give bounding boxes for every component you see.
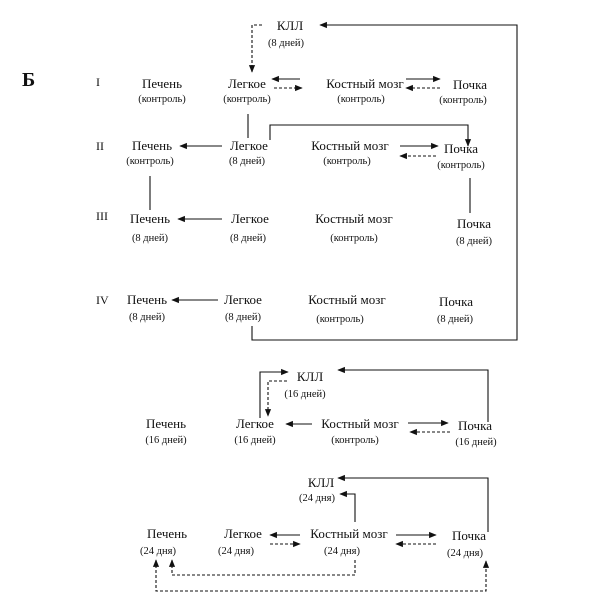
arrow-kll16-lung16 <box>264 380 287 417</box>
row1-lung-sub: (контроль) <box>223 94 271 105</box>
b16-kidney-sub: (16 дней) <box>455 437 497 448</box>
b24-liver: Печень <box>147 526 187 541</box>
row4-kidney: Почка <box>439 294 473 309</box>
b16-lung: Легкое <box>236 416 274 431</box>
row3-kidney: Почка <box>457 216 491 231</box>
arrow-lung2-kidney2 <box>269 124 472 147</box>
row1-kidney: Почка <box>453 77 487 92</box>
arrow-lung4-kll <box>251 21 518 341</box>
kll16-sub: (16 дней) <box>284 389 326 400</box>
b16-liver-sub: (16 дней) <box>145 435 187 446</box>
row1-liver: Печень <box>142 76 182 91</box>
row4-kidney-sub: (8 дней) <box>437 314 474 325</box>
b24-kidney-sub: (24 дня) <box>447 548 483 559</box>
b24-marrow: Костный мозг <box>310 526 387 541</box>
row3-liver-sub: (8 дней) <box>132 233 169 244</box>
arrow-kll-to-lung1 <box>248 24 262 73</box>
row4-marrow-sub: (контроль) <box>316 314 364 325</box>
kll24-sub: (24 дня) <box>299 493 335 504</box>
row2-liver: Печень <box>132 138 172 153</box>
row2-kidney: Почка <box>444 141 478 156</box>
row1-marrow-sub: (контроль) <box>337 94 385 105</box>
row1-liver-sub: (контроль) <box>138 94 186 105</box>
row3-liver: Печень <box>130 211 170 226</box>
row3-lung-sub: (8 дней) <box>230 233 267 244</box>
row-numeral-iii: III <box>96 209 108 223</box>
arrow-liver24-kidney24-dashed <box>152 559 490 592</box>
kll-top-sub: (8 дней) <box>268 38 305 49</box>
b16-marrow-sub: (контроль) <box>331 435 379 446</box>
row2-marrow: Костный мозг <box>311 138 388 153</box>
kll16-label: КЛЛ <box>297 369 323 384</box>
row2-lung: Легкое <box>230 138 268 153</box>
row1-lung: Легкое <box>228 76 266 91</box>
row2-lung-sub: (8 дней) <box>229 156 266 167</box>
row2-kidney-sub: (контроль) <box>437 160 485 171</box>
b16-lung-sub: (16 дней) <box>234 435 276 446</box>
b24-liver-sub: (24 дня) <box>140 546 176 557</box>
row2-marrow-sub: (контроль) <box>323 156 371 167</box>
row4-liver-sub: (8 дней) <box>129 312 166 323</box>
row-numeral-ii: II <box>96 139 104 153</box>
row-numeral-i: I <box>96 75 100 89</box>
kll-top-label: КЛЛ <box>277 18 303 33</box>
row3-marrow: Костный мозг <box>315 211 392 226</box>
row3-kidney-sub: (8 дней) <box>456 236 493 247</box>
row3-marrow-sub: (контроль) <box>330 233 378 244</box>
b16-marrow: Костный мозг <box>321 416 398 431</box>
arrow-kidney24-kll24 <box>337 474 489 532</box>
row3-lung: Легкое <box>231 211 269 226</box>
arrow-lung16-kll16 <box>259 368 289 418</box>
arrow-marrow24-liver24-dashed <box>168 559 356 576</box>
b16-liver: Печень <box>146 416 186 431</box>
panel-label: Б <box>22 69 35 91</box>
row1-marrow: Костный мозг <box>326 76 403 91</box>
row4-marrow: Костный мозг <box>308 292 385 307</box>
b16-kidney: Почка <box>458 418 492 433</box>
kll24-label: КЛЛ <box>308 475 334 490</box>
row4-lung-sub: (8 дней) <box>225 312 262 323</box>
row-numeral-iv: IV <box>96 293 109 307</box>
row1-kidney-sub: (контроль) <box>439 95 487 106</box>
b24-lung-sub: (24 дня) <box>218 546 254 557</box>
row2-liver-sub: (контроль) <box>126 156 174 167</box>
row4-liver: Печень <box>127 292 167 307</box>
arrow-marrow24-kll24 <box>339 490 356 522</box>
b24-kidney: Почка <box>452 528 486 543</box>
b24-marrow-sub: (24 дня) <box>324 546 360 557</box>
row4-lung: Легкое <box>224 292 262 307</box>
b24-lung: Легкое <box>224 526 262 541</box>
arrow-kidney16-kll16 <box>337 366 489 422</box>
